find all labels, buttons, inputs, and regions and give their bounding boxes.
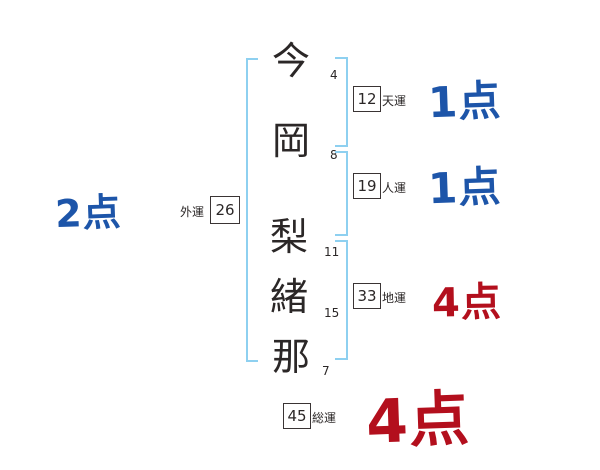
earth-bracket-top-tick bbox=[335, 240, 347, 242]
earth-bracket-line bbox=[346, 240, 348, 360]
earth-bracket-bottom-tick bbox=[335, 358, 347, 360]
stroke-count: 4 bbox=[330, 68, 338, 82]
heaven-bracket-line bbox=[346, 57, 348, 147]
heaven-luck-value-box: 12 bbox=[353, 86, 381, 112]
name-char: 梨 bbox=[270, 215, 309, 259]
person-bracket-line bbox=[346, 151, 348, 236]
person-luck-label: 人運 bbox=[382, 181, 407, 195]
outer-bracket-bottom-tick bbox=[246, 360, 258, 362]
total-luck-score: 4点 bbox=[365, 384, 472, 458]
heaven-bracket-top-tick bbox=[335, 57, 347, 59]
heaven-luck-label: 天運 bbox=[382, 94, 407, 108]
earth-luck-score: 4点 bbox=[431, 279, 503, 327]
name-char: 緒 bbox=[270, 275, 309, 319]
person-bracket-top-tick bbox=[335, 151, 347, 153]
total-luck-value-box: 45 bbox=[283, 403, 311, 429]
heaven-luck-score: 1点 bbox=[427, 75, 503, 128]
heaven-bracket-bottom-tick bbox=[335, 145, 347, 147]
stroke-count: 11 bbox=[324, 245, 340, 259]
earth-luck-value-box: 33 bbox=[353, 283, 381, 309]
outer-luck-score: 2点 bbox=[54, 189, 123, 237]
earth-luck-label: 地運 bbox=[382, 291, 407, 305]
stroke-count: 15 bbox=[324, 306, 340, 320]
total-luck-label: 総運 bbox=[312, 411, 337, 425]
outer-bracket-top-tick bbox=[246, 58, 258, 60]
name-char: 今 bbox=[272, 39, 311, 83]
outer-luck-label: 外運 bbox=[180, 205, 205, 219]
person-luck-score: 1点 bbox=[427, 161, 503, 214]
stroke-count: 8 bbox=[330, 148, 338, 162]
stroke-count: 7 bbox=[322, 364, 330, 378]
person-luck-value-box: 19 bbox=[353, 173, 381, 199]
outer-bracket-line bbox=[246, 58, 248, 362]
name-char: 那 bbox=[272, 335, 311, 379]
person-bracket-bottom-tick bbox=[335, 234, 347, 236]
outer-luck-value-box: 26 bbox=[210, 196, 240, 224]
name-char: 岡 bbox=[272, 119, 311, 163]
